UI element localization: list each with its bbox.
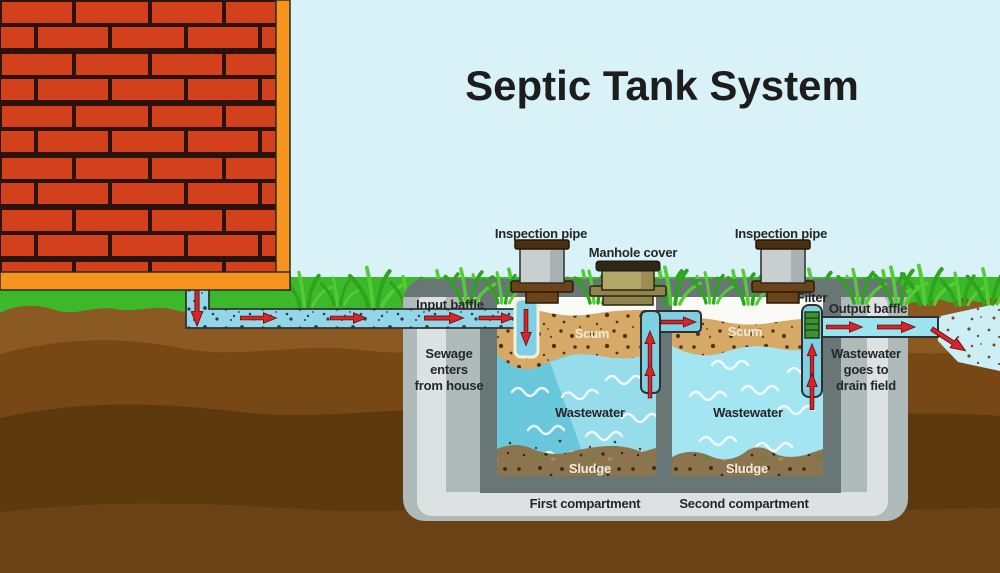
svg-text:goes to: goes to [844,362,889,377]
sludge-layer-second [672,447,823,476]
svg-text:Wastewater: Wastewater [831,346,901,361]
label-first-compartment: First compartment [530,496,642,511]
house-trim-bottom [0,271,291,291]
center-baffle-pipe [640,310,702,399]
tank-dark-frame [480,297,841,493]
label-scum-second: Scum [728,324,763,339]
svg-text:enters: enters [430,362,468,377]
label-sludge-second: Sludge [726,461,768,476]
label-second-compartment: Second compartment [679,496,809,511]
inspection-pipe-right [751,239,815,304]
note-drain-field: Wastewater goes to drain field [831,346,901,393]
house-trim-right [275,0,291,291]
label-filter: Filter [797,290,828,305]
tank-left-panel [446,297,480,492]
label-input-baffle: Input baffle [416,297,484,312]
label-inspection-pipe-left: Inspection pipe [495,226,587,241]
second-compartment-contents [672,318,823,476]
svg-text:drain field: drain field [836,378,896,393]
note-sewage-enters: Sewage enters from house [415,346,484,393]
first-compartment-contents [497,309,656,476]
label-sludge-first: Sludge [569,461,611,476]
svg-text:Sewage: Sewage [425,346,472,361]
manhole-cover [589,260,667,306]
floating-particles-first [508,439,642,451]
brick-house [0,0,291,291]
label-scum-first: Scum [575,326,610,341]
brick-wall [0,0,279,275]
label-wastewater-first: Wastewater [555,405,625,420]
svg-text:from house: from house [415,378,484,393]
label-wastewater-second: Wastewater [713,405,783,420]
label-inspection-pipe-right: Inspection pipe [735,226,827,241]
filter-pipe [801,304,823,411]
label-output-baffle: Output baffle [829,301,907,316]
inspection-pipe-left [510,239,574,304]
scum-layer-second [672,318,823,356]
label-manhole-cover: Manhole cover [589,245,678,260]
sludge-layer-first [497,445,656,476]
filter-media [804,311,820,339]
drain-field-plume [936,303,1000,371]
page-title: Septic Tank System [465,62,859,109]
